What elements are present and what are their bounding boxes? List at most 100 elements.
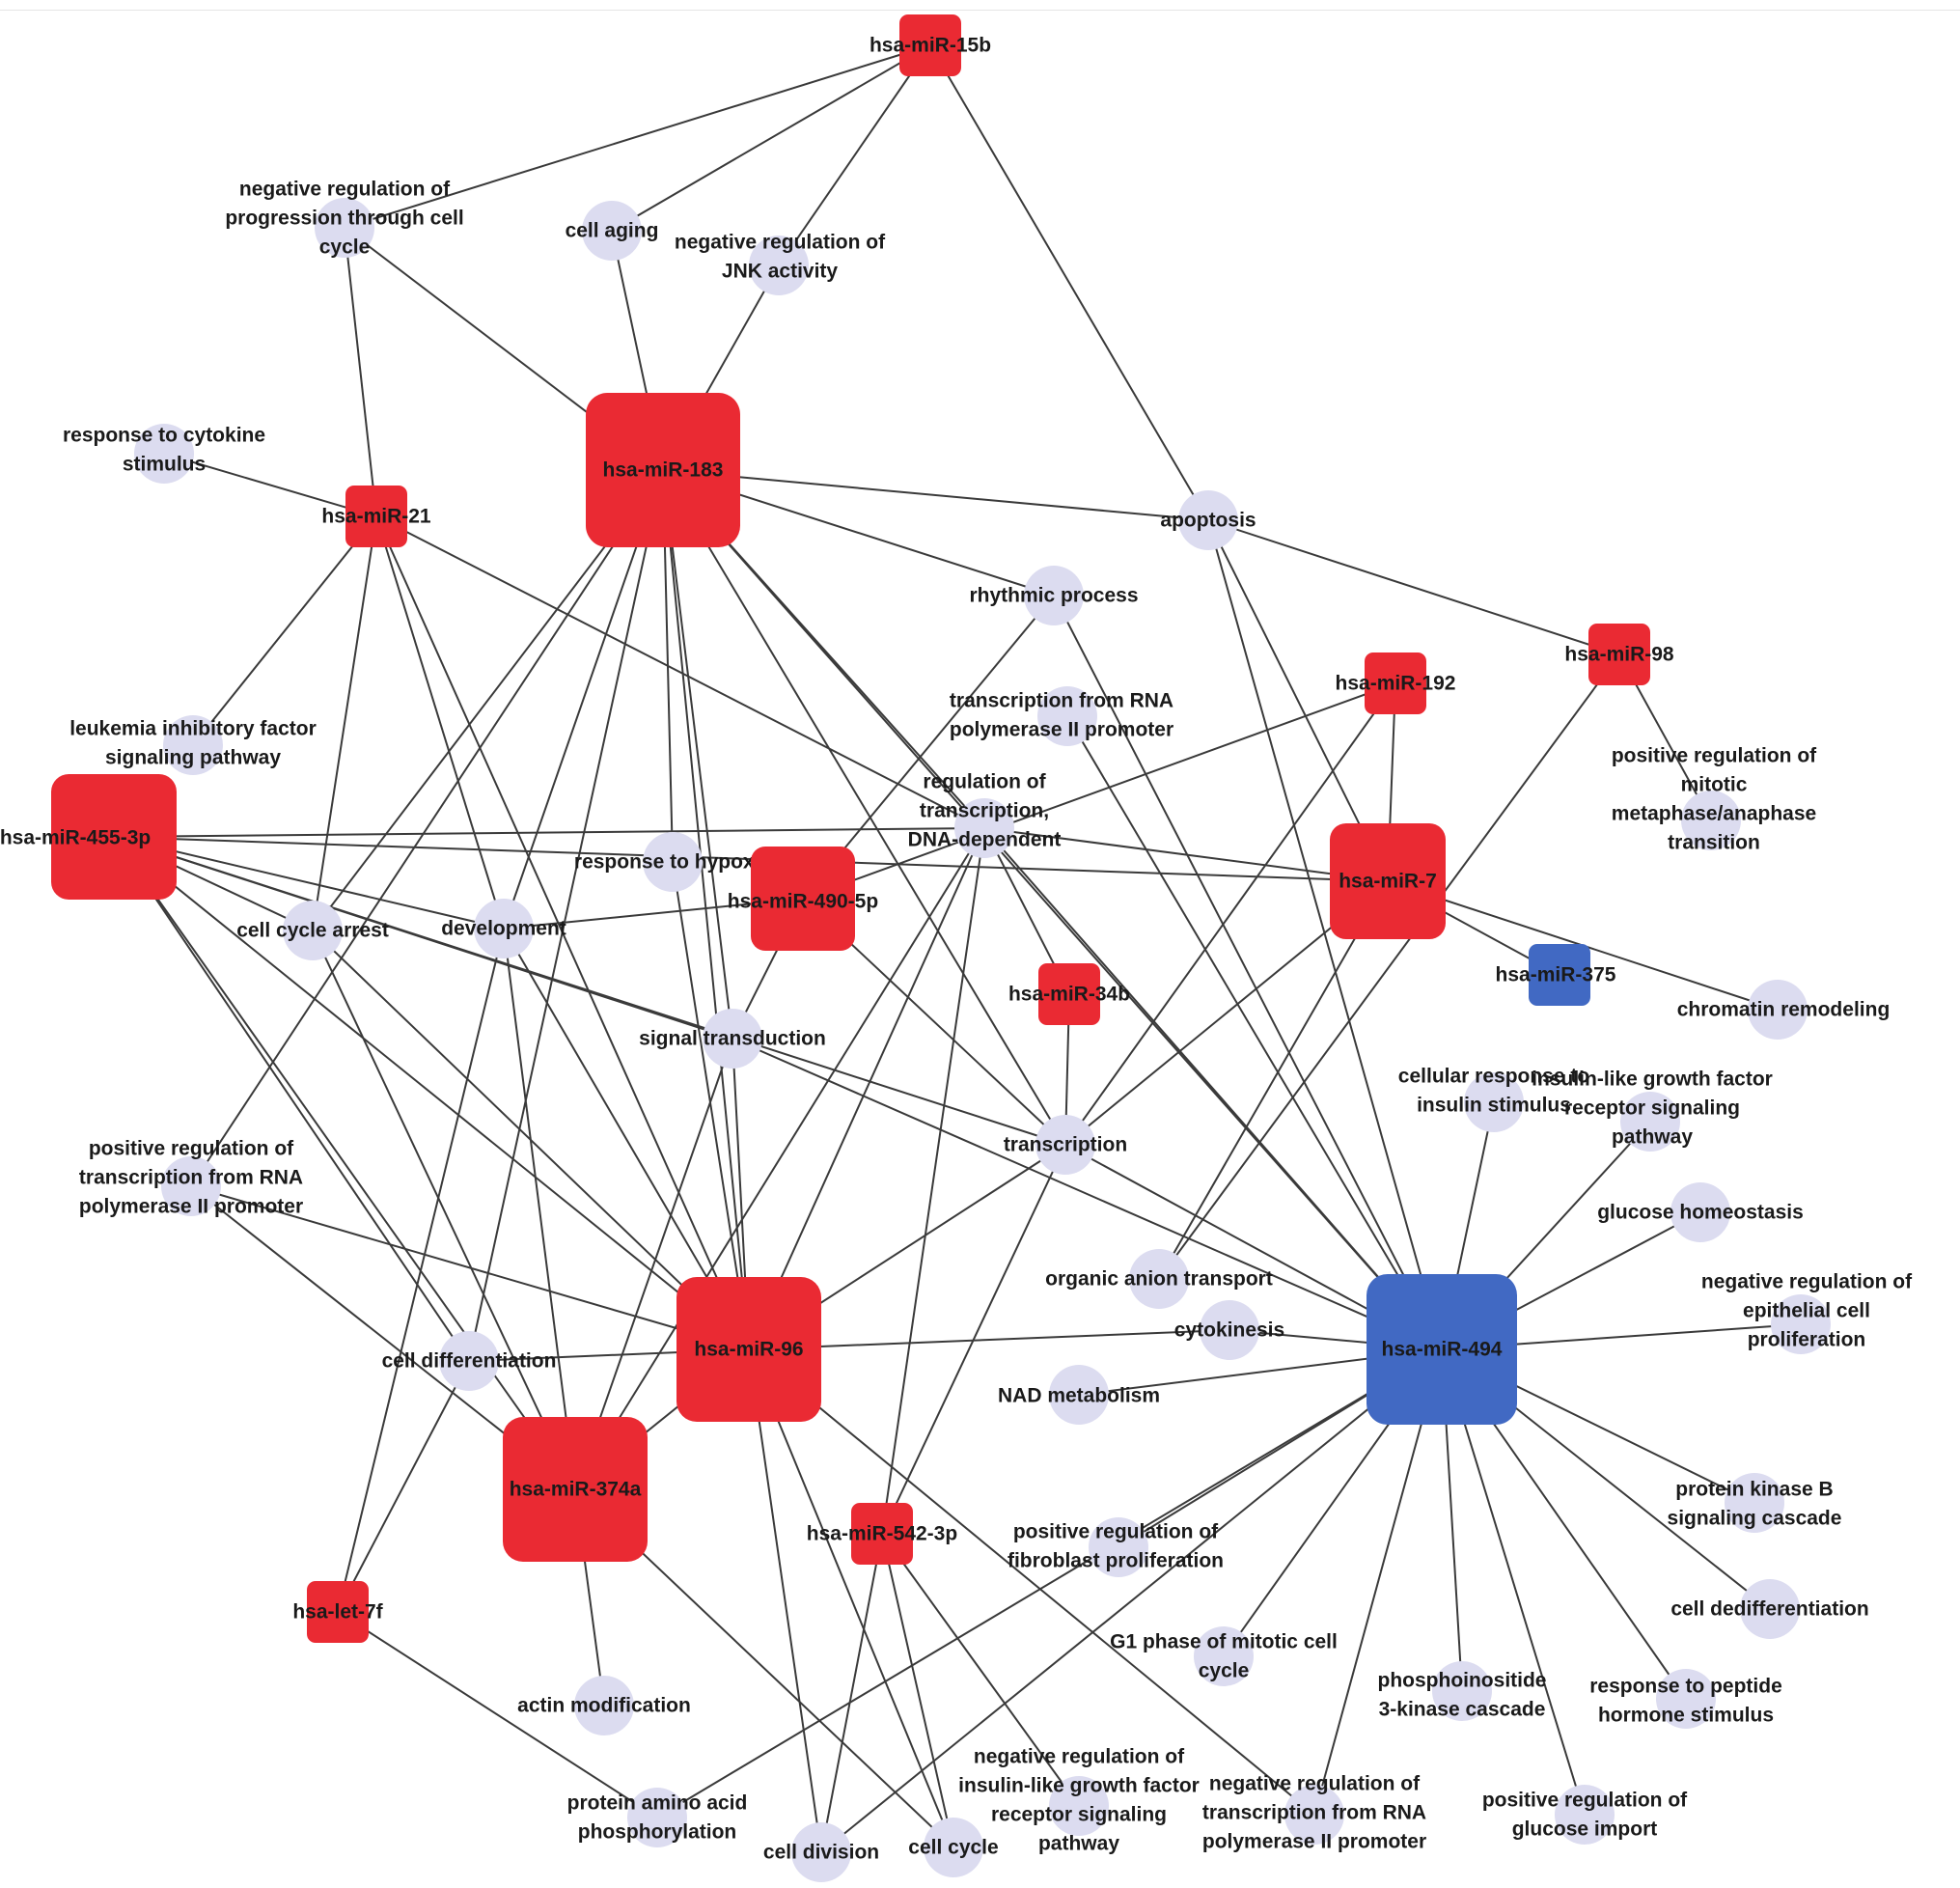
go-term-aging: cell aging <box>566 201 658 261</box>
edge-m494-negtx <box>1313 1348 1443 1816</box>
edge-m374a-development <box>503 928 576 1490</box>
edge-m494-division <box>820 1348 1443 1853</box>
edge-let7f-differentiation <box>337 1360 470 1613</box>
go-term-circle <box>954 798 1014 858</box>
edge-m183-transcription <box>662 469 1066 1146</box>
go-term-circle <box>749 236 809 295</box>
go-term-circle <box>574 1676 634 1735</box>
mirna-label: hsa-miR-494 <box>1382 1339 1503 1361</box>
edge-m96-negtx <box>748 1348 1315 1816</box>
edge-m183-differentiation <box>468 469 664 1362</box>
mirna-node-m7: hsa-miR-7 <box>1330 823 1446 939</box>
mirna-node-m455: hsa-miR-455-3p <box>0 774 177 900</box>
mirna-label: hsa-miR-375 <box>1496 964 1616 986</box>
go-term-label: transcription <box>1004 1134 1127 1156</box>
edge-m494-signal <box>732 1038 1443 1350</box>
mirna-node-m494: hsa-miR-494 <box>1366 1274 1517 1425</box>
mirna-node-m183: hsa-miR-183 <box>586 393 740 547</box>
go-term-circle <box>1771 1294 1831 1354</box>
mirna-label: hsa-miR-192 <box>1336 673 1456 695</box>
go-term-label: organic anion transport <box>1045 1268 1273 1291</box>
mirna-node-m542: hsa-miR-542-3p <box>807 1503 957 1565</box>
go-term-label: cell cycle arrest <box>236 920 389 942</box>
mirna-label: hsa-miR-455-3p <box>0 827 151 849</box>
go-term-circle <box>791 1822 851 1882</box>
edge-m96-hypoxia <box>672 861 750 1350</box>
mirna-box <box>345 486 407 547</box>
mirna-node-m375: hsa-miR-375 <box>1496 944 1616 1006</box>
mirna-label: hsa-miR-183 <box>603 459 724 482</box>
go-term-circle <box>1620 1092 1680 1152</box>
go-term-dediff: cell dedifferentiation <box>1670 1579 1869 1639</box>
edge-m98-anion <box>1158 653 1620 1280</box>
go-term-circle <box>1284 1785 1344 1845</box>
go-term-transcription: transcription <box>1004 1115 1127 1175</box>
go-term-label: apoptosis <box>1160 510 1256 532</box>
edge-m374a-signal <box>574 1038 733 1490</box>
edge-m21-negprog <box>344 227 377 517</box>
mirna-node-m15b: hsa-miR-15b <box>870 14 991 76</box>
go-term-circle <box>163 715 223 775</box>
go-term-circle <box>1656 1669 1716 1729</box>
go-term-circle <box>1178 490 1238 550</box>
edge-m183-m96 <box>662 469 750 1350</box>
go-term-circle <box>1200 1300 1259 1360</box>
go-term-actin: actin modification <box>517 1676 691 1735</box>
edge-m455-m7 <box>113 836 1389 882</box>
mirna-node-m490: hsa-miR-490-5p <box>728 847 878 951</box>
go-term-circle <box>1725 1473 1784 1533</box>
edge-m7-apoptosis <box>1207 519 1389 882</box>
go-term-label: cell cycle <box>908 1837 998 1859</box>
mirna-label: hsa-miR-374a <box>510 1479 642 1501</box>
mirna-box <box>503 1417 648 1562</box>
go-term-circle <box>703 1009 762 1069</box>
go-term-circle <box>134 424 194 484</box>
mirna-node-m96: hsa-miR-96 <box>676 1277 821 1422</box>
mirna-label: hsa-miR-96 <box>694 1339 803 1361</box>
edge-m183-apoptosis <box>662 469 1209 521</box>
go-term-development: development <box>441 899 566 958</box>
edge-m542-negigf <box>881 1533 1080 1807</box>
go-term-cytokinesis: cytokinesis <box>1174 1300 1284 1360</box>
go-term-cellcycle: cell cycle <box>908 1818 999 1877</box>
edge-m542-regtx <box>881 827 985 1535</box>
edge-m455-development <box>113 836 505 930</box>
edge-m455-regtx <box>113 827 985 838</box>
go-term-circle <box>1464 1072 1524 1132</box>
mirna-label: hsa-let-7f <box>292 1601 383 1624</box>
mirna-box <box>307 1581 369 1643</box>
edge-m490-m192 <box>802 682 1396 900</box>
edge-m15b-jnk <box>778 44 931 266</box>
edge-m494-posglu <box>1441 1348 1586 1816</box>
go-term-circle <box>1035 1115 1095 1175</box>
edge-m21-lif <box>192 515 377 746</box>
go-term-label: chromatin remodeling <box>1677 999 1891 1021</box>
edge-let7f-protamino <box>337 1611 658 1819</box>
edge-layer <box>113 44 1802 1853</box>
edge-m183-signal <box>662 469 733 1040</box>
edge-m494-rhythmic <box>1053 595 1443 1350</box>
edge-m96-cellcycle <box>748 1348 954 1848</box>
edge-m21-development <box>375 515 505 930</box>
go-term-circle <box>1670 1182 1730 1242</box>
go-term-circle <box>1748 980 1808 1040</box>
